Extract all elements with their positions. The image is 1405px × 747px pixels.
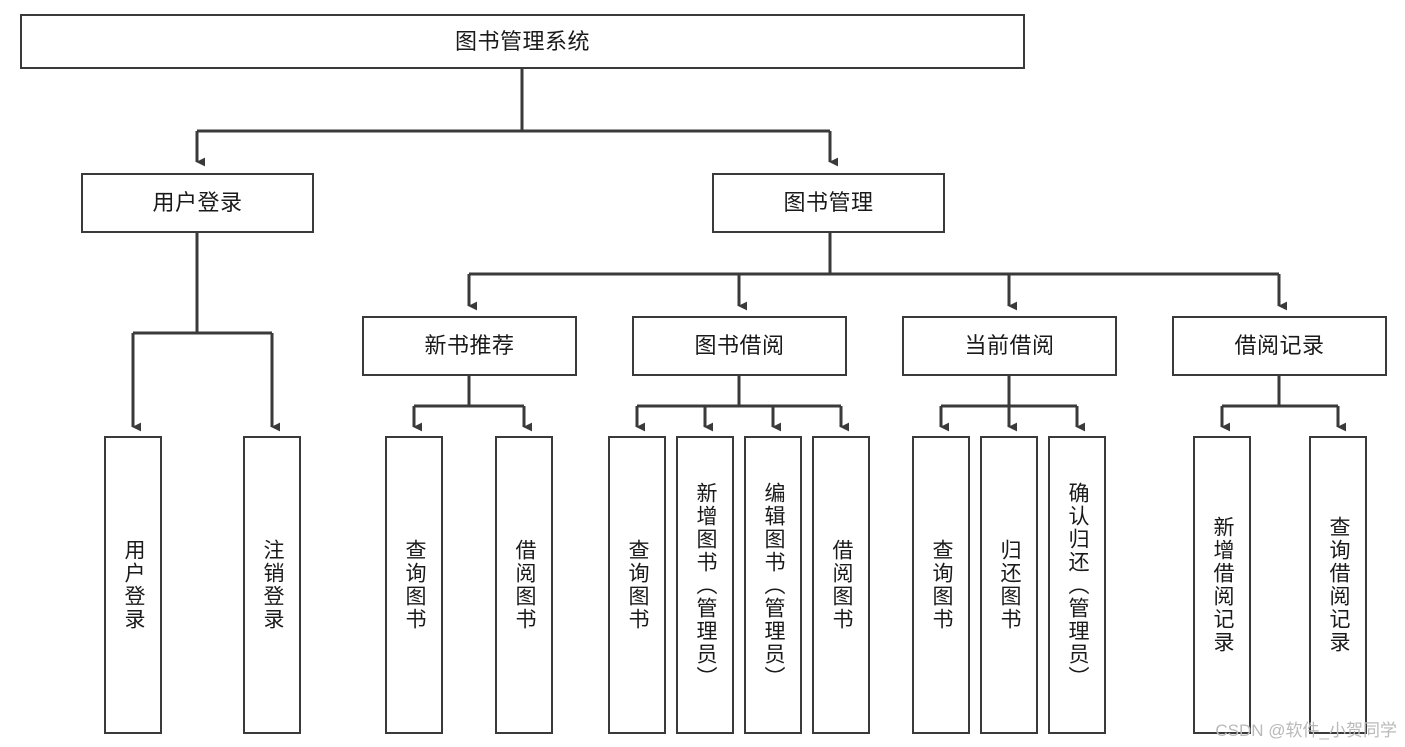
leaf-current-borrow-confirm-return-admin[interactable]: 确认归还（管理员） bbox=[1048, 436, 1106, 734]
node-label: 图书管理 bbox=[783, 190, 874, 216]
leaf-book-borrow-add-book-admin[interactable]: 新增图书（管理员） bbox=[676, 436, 734, 734]
leaf-new-book-borrow-book[interactable]: 借阅图书 bbox=[495, 436, 553, 734]
node-label: 图书借阅 bbox=[694, 333, 785, 359]
node-label: 借阅图书 bbox=[513, 539, 537, 631]
node-root-book-management-system[interactable]: 图书管理系统 bbox=[20, 14, 1025, 69]
node-label: 用户登录 bbox=[122, 539, 146, 631]
node-new-book-recommend[interactable]: 新书推荐 bbox=[362, 316, 577, 376]
leaf-book-borrow-query-book[interactable]: 查询图书 bbox=[608, 436, 666, 734]
node-label: 新增图书（管理员） bbox=[694, 481, 718, 689]
node-current-borrow[interactable]: 当前借阅 bbox=[902, 316, 1117, 376]
node-book-management[interactable]: 图书管理 bbox=[712, 173, 945, 233]
watermark-text: CSDN @软件_小贺同学 bbox=[1215, 721, 1397, 740]
node-label: 借阅记录 bbox=[1234, 333, 1325, 359]
node-label: 归还图书 bbox=[998, 539, 1022, 631]
node-label: 新书推荐 bbox=[424, 333, 515, 359]
node-label: 借阅图书 bbox=[830, 539, 854, 631]
node-label: 编辑图书（管理员） bbox=[762, 481, 786, 689]
node-label: 注销登录 bbox=[261, 539, 285, 631]
node-book-borrow[interactable]: 图书借阅 bbox=[632, 316, 847, 376]
leaf-current-borrow-query-book[interactable]: 查询图书 bbox=[912, 436, 970, 734]
leaf-user-login-login[interactable]: 用户登录 bbox=[104, 436, 162, 734]
node-label: 查询借阅记录 bbox=[1327, 516, 1351, 654]
node-label: 查询图书 bbox=[403, 539, 427, 631]
node-label: 用户登录 bbox=[152, 190, 243, 216]
leaf-book-borrow-borrow-book[interactable]: 借阅图书 bbox=[812, 436, 870, 734]
leaf-borrow-record-add-record[interactable]: 新增借阅记录 bbox=[1193, 436, 1251, 734]
node-label: 图书管理系统 bbox=[454, 28, 590, 54]
node-label: 查询图书 bbox=[930, 539, 954, 631]
node-borrow-record[interactable]: 借阅记录 bbox=[1172, 316, 1387, 376]
leaf-new-book-query-book[interactable]: 查询图书 bbox=[385, 436, 443, 734]
node-label: 确认归还（管理员） bbox=[1066, 481, 1090, 689]
node-label: 查询图书 bbox=[626, 539, 650, 631]
leaf-current-borrow-return-book[interactable]: 归还图书 bbox=[980, 436, 1038, 734]
node-label: 当前借阅 bbox=[964, 333, 1055, 359]
leaf-book-borrow-edit-book-admin[interactable]: 编辑图书（管理员） bbox=[744, 436, 802, 734]
node-user-login[interactable]: 用户登录 bbox=[81, 173, 314, 233]
leaf-borrow-record-query-record[interactable]: 查询借阅记录 bbox=[1309, 436, 1367, 734]
node-label: 新增借阅记录 bbox=[1211, 516, 1235, 654]
leaf-user-login-logout[interactable]: 注销登录 bbox=[243, 436, 301, 734]
